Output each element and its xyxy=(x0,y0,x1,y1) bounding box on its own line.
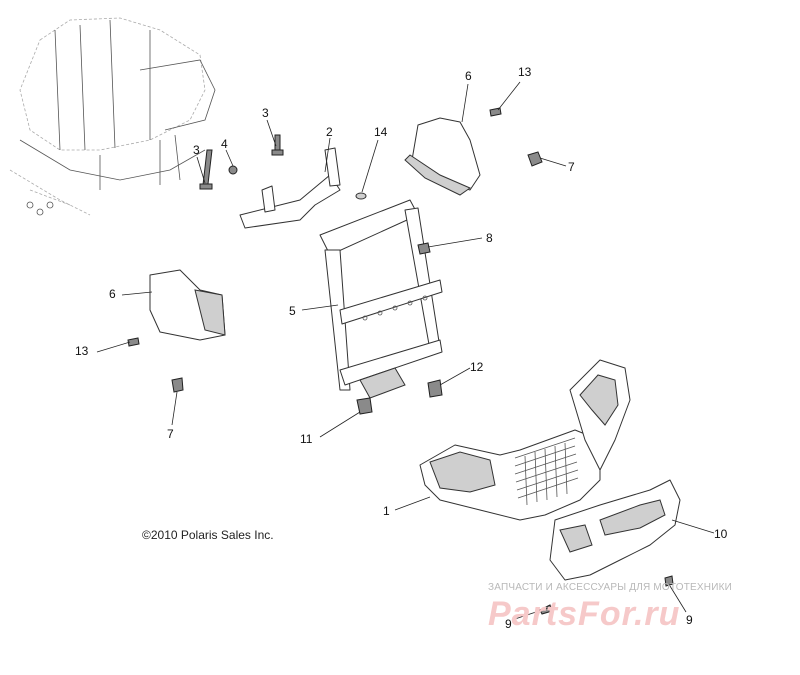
callout-8: 8 xyxy=(486,231,493,245)
watermark: ЗАПЧАСТИ И АКСЕССУАРЫ ДЛЯ МОТОТЕХНИКИ Pa… xyxy=(488,582,794,633)
vehicle-frame-sketch xyxy=(9,17,216,216)
plug xyxy=(355,192,367,200)
front-bumper-grille xyxy=(419,359,631,521)
leader-lines xyxy=(96,81,715,621)
fasteners xyxy=(127,107,674,615)
callout-11: 11 xyxy=(300,432,313,446)
watermark-logo: PartsFor.ru xyxy=(488,595,680,633)
callouts: 1 2 3 3 4 5 6 6 7 7 8 9 9 10 11 12 13 13… xyxy=(75,65,728,631)
callout-1: 1 xyxy=(383,504,390,518)
callout-9: 9 xyxy=(505,617,512,631)
callout-10: 10 xyxy=(714,527,728,541)
callout-13: 13 xyxy=(75,344,89,358)
callout-13: 13 xyxy=(518,65,532,79)
lower-bumper-guard xyxy=(549,479,681,581)
callout-12: 12 xyxy=(470,360,484,374)
callout-2: 2 xyxy=(326,125,333,139)
callout-7: 7 xyxy=(568,160,575,174)
callout-14: 14 xyxy=(374,125,388,139)
callout-7: 7 xyxy=(167,427,174,441)
side-panel-lower xyxy=(149,269,226,341)
side-panel-upper xyxy=(404,117,481,196)
front-frame xyxy=(319,199,443,399)
callout-6: 6 xyxy=(109,287,116,301)
callout-5: 5 xyxy=(289,304,296,318)
svg-text:PartsFor.ru: PartsFor.ru xyxy=(488,595,680,633)
callout-6: 6 xyxy=(465,69,472,83)
callout-3: 3 xyxy=(262,106,269,120)
callout-4: 4 xyxy=(221,137,228,151)
mounting-bracket xyxy=(239,147,341,229)
watermark-caption: ЗАПЧАСТИ И АКСЕССУАРЫ ДЛЯ МОТОТЕХНИКИ xyxy=(488,582,733,593)
copyright-text: ©2010 Polaris Sales Inc. xyxy=(142,528,274,542)
callout-3: 3 xyxy=(193,143,200,157)
callout-9: 9 xyxy=(686,613,693,627)
